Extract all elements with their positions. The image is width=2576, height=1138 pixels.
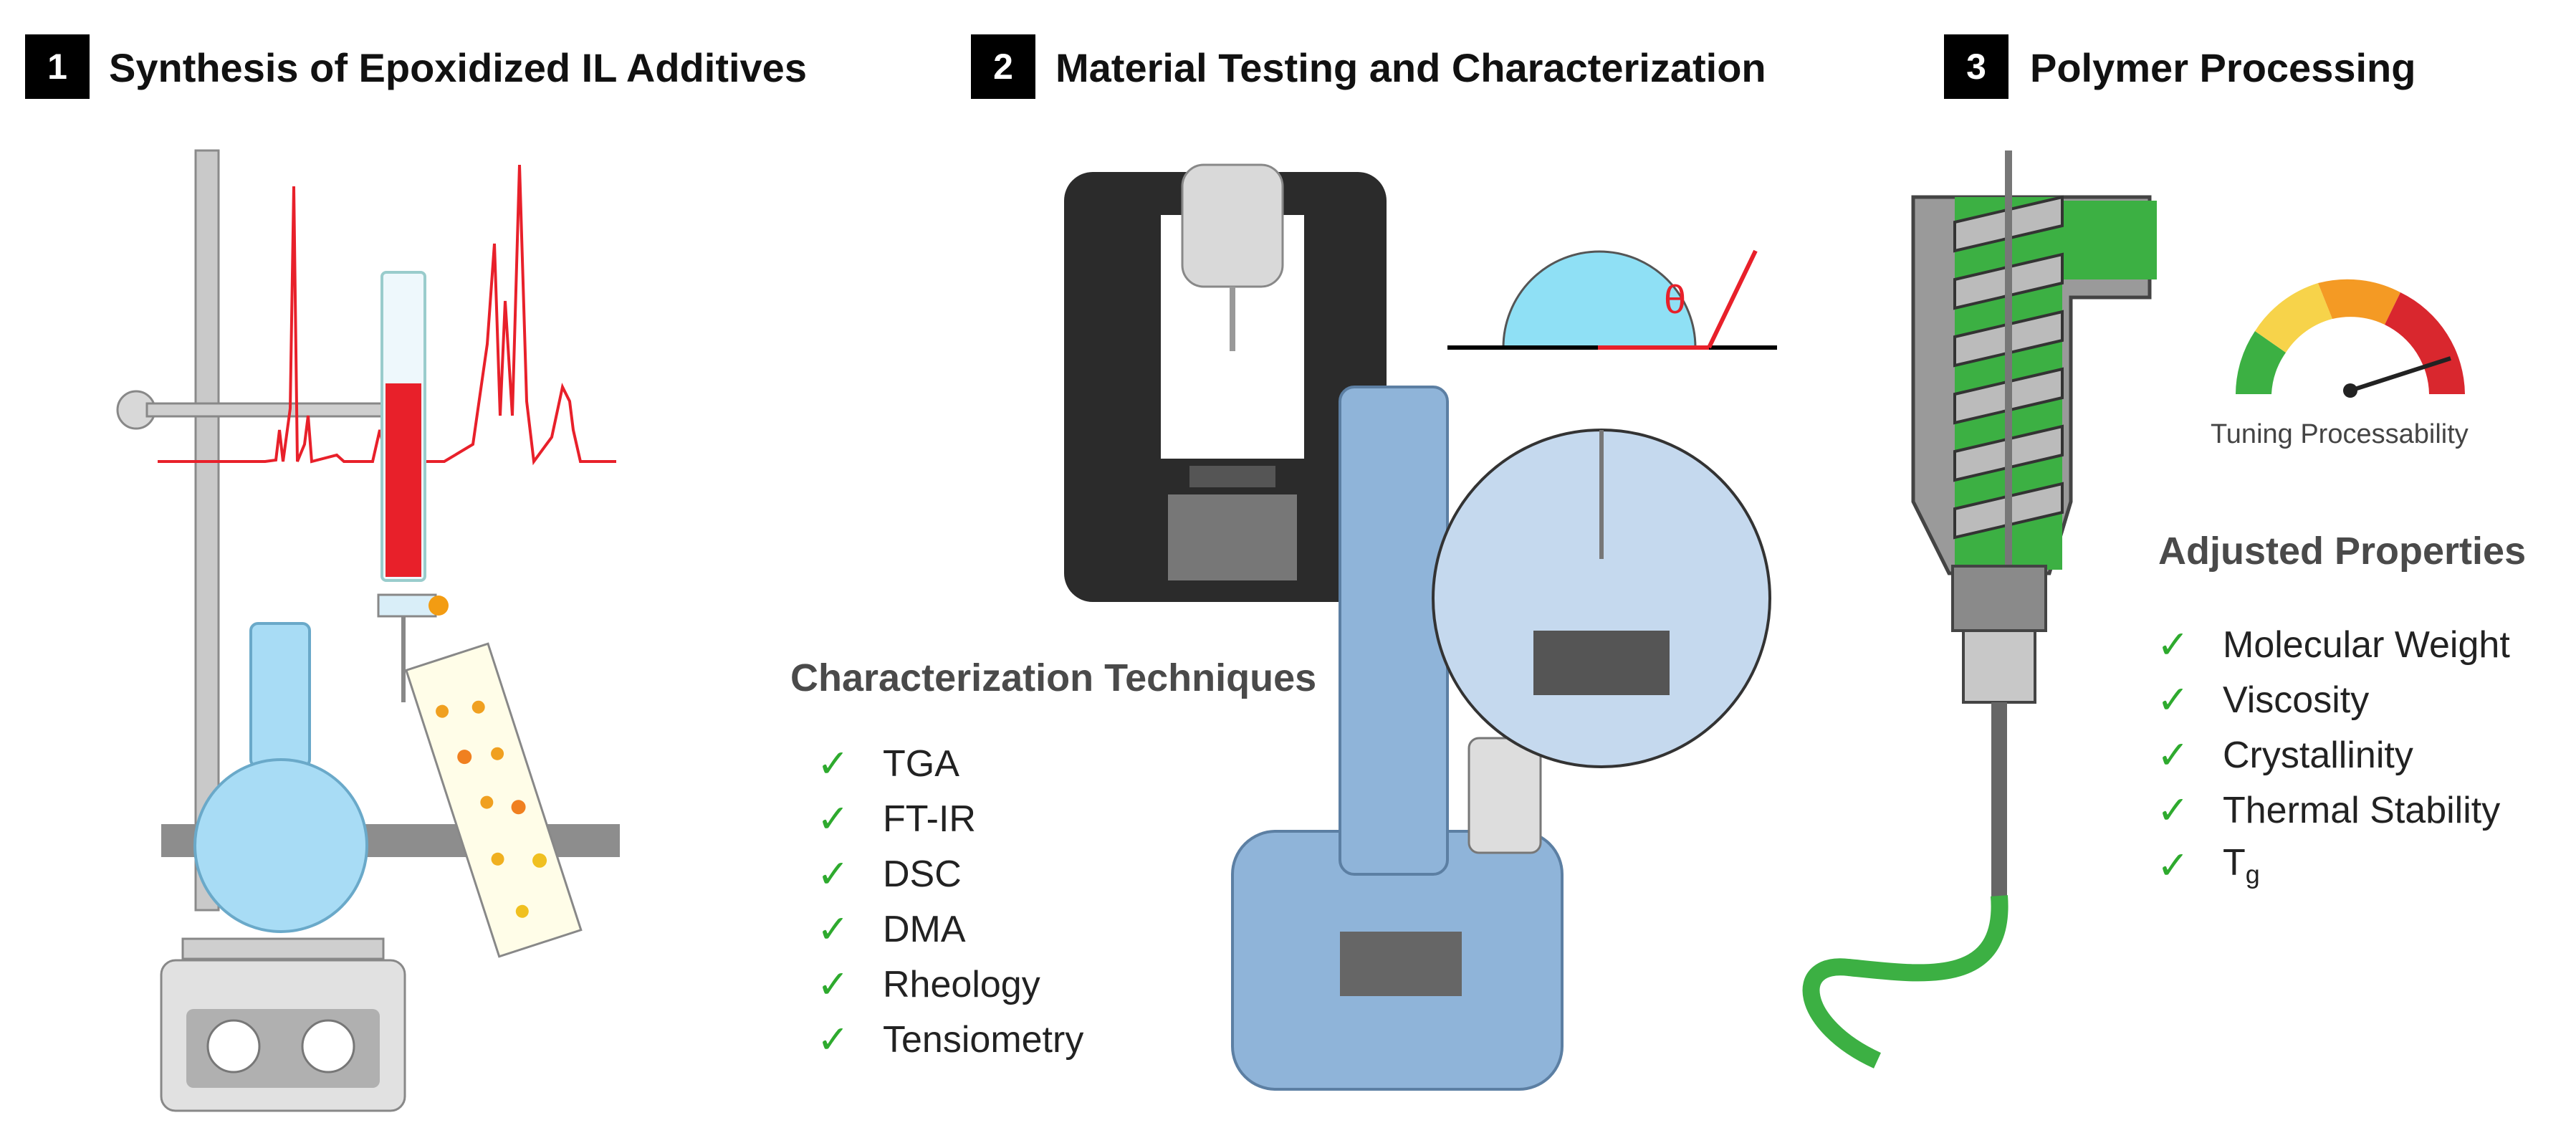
flask-neck [249, 622, 311, 768]
check-icon: ✓ [817, 1018, 850, 1061]
tensiometer-remote [1467, 737, 1542, 854]
extruder-filament [1802, 895, 2008, 1068]
gauge-arc-yellow [2255, 283, 2332, 353]
section-3-title: Polymer Processing [2030, 45, 2416, 90]
characterization-item: ✓Tensiometry [817, 1018, 1084, 1061]
hot-plate-knob-left [206, 1019, 261, 1074]
extruder-illustration [1802, 150, 2157, 1068]
tlc-plate [405, 642, 583, 958]
tensiometer-column [1339, 386, 1449, 876]
adjusted-property-item: ✓Viscosity [2157, 679, 2370, 722]
contact-angle-theta: θ [1664, 277, 1687, 322]
dma-lower-panel [1168, 494, 1297, 580]
check-icon: ✓ [817, 908, 850, 951]
extruder-die [1951, 565, 2047, 632]
gauge-arc-red [2385, 292, 2465, 394]
extruder-hopper [2057, 201, 2157, 279]
section-2-title: Material Testing and Characterization [1055, 45, 1766, 90]
check-icon: ✓ [817, 742, 850, 785]
stand-rod [194, 149, 220, 912]
gauge-label: Tuning Processability [2211, 419, 2469, 449]
adjusted-properties-list: ✓Molecular Weight ✓Viscosity ✓Crystallin… [2157, 617, 2510, 893]
characterization-item: ✓Rheology [817, 963, 1040, 1006]
processability-gauge [2236, 279, 2465, 398]
adjusted-property-item: ✓Thermal Stability [2157, 789, 2501, 832]
check-icon: ✓ [817, 963, 850, 1006]
adjusted-properties-heading: Adjusted Properties [2158, 530, 2527, 573]
check-icon: ✓ [2157, 789, 2190, 832]
gauge-arc-orange [2318, 279, 2400, 325]
gauge-arc-green [2236, 331, 2286, 394]
characterization-item: ✓FT-IR [817, 798, 976, 841]
check-icon: ✓ [817, 853, 850, 896]
stopcock-handle [428, 596, 449, 616]
column-fill [386, 383, 421, 577]
adjusted-property-item: ✓ Tg [2157, 838, 2510, 893]
section-2-number: 2 [971, 34, 1035, 99]
dma-head [1181, 163, 1284, 288]
contact-angle-diagram [1447, 249, 1777, 350]
characterization-item: ✓DMA [817, 908, 966, 951]
check-icon: ✓ [2157, 844, 2190, 887]
characterization-heading: Characterization Techniques [790, 656, 1317, 699]
check-icon: ✓ [2157, 623, 2190, 666]
adjusted-property-item: ✓Crystallinity [2157, 734, 2413, 777]
check-icon: ✓ [2157, 679, 2190, 722]
testing-illustration [1064, 163, 1777, 1091]
tensiometer-stage [1340, 932, 1462, 996]
gauge-hub [2343, 383, 2357, 398]
characterization-item: ✓TGA [817, 742, 959, 785]
check-icon: ✓ [817, 798, 850, 841]
section-1-title: Synthesis of Epoxidized IL Additives [109, 45, 807, 90]
extruder-nozzle [1962, 629, 2036, 704]
flask-body [193, 758, 368, 933]
tg-label: Tg [2223, 841, 2260, 889]
check-icon: ✓ [2157, 734, 2190, 777]
adjusted-property-item: ✓Molecular Weight [2157, 623, 2510, 666]
section-3-number: 3 [1944, 34, 2008, 99]
section-1-number: 1 [25, 34, 90, 99]
clamp-arm [145, 402, 406, 418]
synthesis-illustration [116, 149, 620, 1112]
characterization-item: ✓DSC [817, 853, 962, 896]
characterization-list: ✓TGA ✓FT-IR ✓DSC ✓DMA ✓Rheology ✓Tensiom… [817, 736, 1083, 1067]
hot-plate-knob-right [301, 1019, 355, 1074]
gauge-needle [2350, 356, 2451, 393]
zoom-sample-holder [1533, 631, 1670, 695]
dma-stage [1189, 466, 1275, 487]
column-stopcock [377, 593, 437, 618]
hot-plate-top [181, 937, 385, 960]
